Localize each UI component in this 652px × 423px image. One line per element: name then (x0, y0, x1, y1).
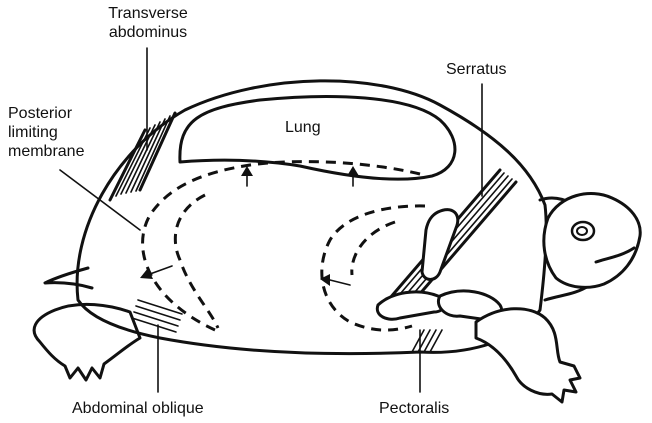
label-transverse-abdominus: Transverse abdominus (108, 5, 188, 41)
label-pectoralis: Pectoralis (379, 400, 450, 417)
eye (570, 220, 596, 242)
tail (43, 266, 94, 290)
inner-anterior-dashed (350, 220, 396, 276)
arrow-left-posterior (140, 265, 173, 279)
head (542, 192, 642, 289)
scapula-bone (420, 208, 460, 281)
hind-leg (32, 302, 142, 382)
label-lung: Lung (285, 119, 321, 136)
arrow-up-2 (347, 166, 359, 187)
front-leg (474, 307, 582, 404)
transverse-abdominus-band (108, 111, 177, 202)
inner-membrane-dashed (173, 193, 220, 329)
label-posterior-limiting-membrane: Posterior limiting membrane (8, 105, 85, 160)
arrow-up-1 (241, 166, 253, 187)
lung-outline (178, 95, 457, 181)
anterior-chamber-dashed (320, 204, 426, 332)
transverse-abdominus-hatch (115, 115, 171, 197)
posterior-membrane-dashed (141, 160, 421, 332)
label-abdominal-oblique: Abdominal oblique (72, 400, 204, 417)
pupil (576, 226, 588, 236)
coracoid-bone (375, 290, 446, 321)
label-serratus: Serratus (446, 61, 507, 78)
abdominal-oblique-hatch (131, 299, 183, 333)
leader-posterior-limiting-membrane (59, 169, 141, 231)
arrow-left-anterior (320, 274, 351, 286)
pectoralis-hatch (411, 329, 443, 353)
mouth (594, 246, 636, 264)
